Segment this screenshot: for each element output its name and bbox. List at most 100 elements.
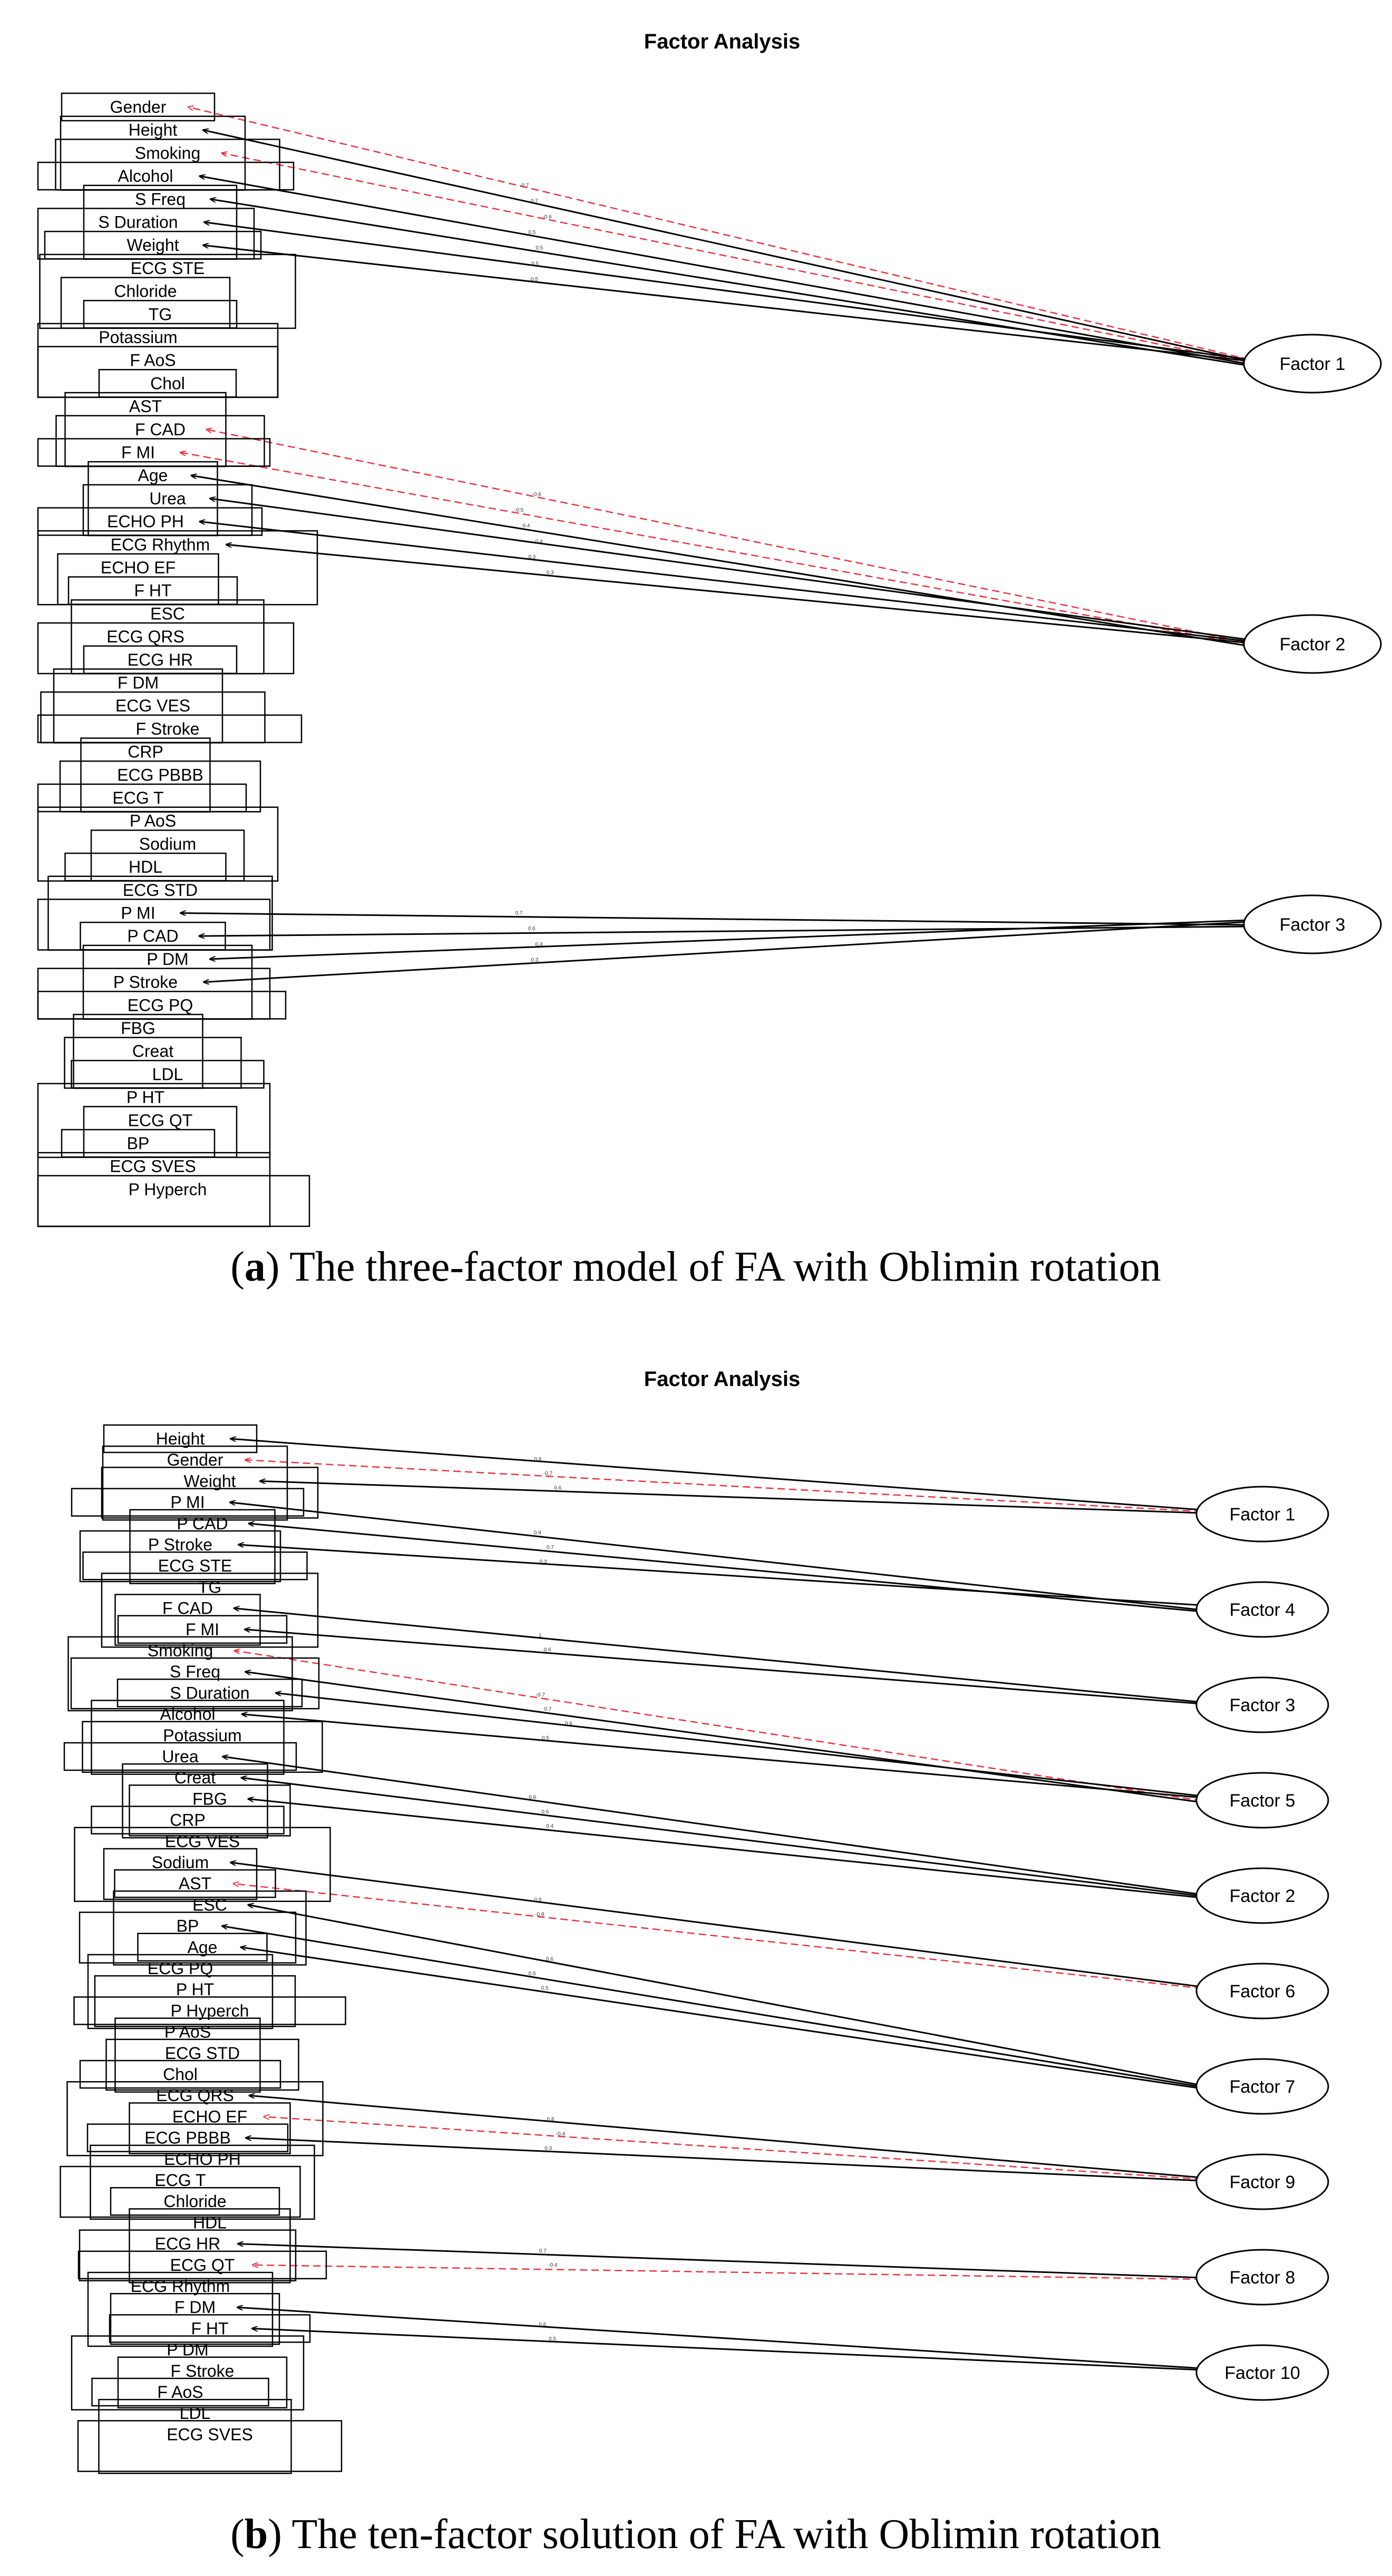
variable-label-ecg-rhythm: ECG Rhythm [131, 2277, 230, 2296]
factor-node-factor-4 [1195, 1581, 1329, 1638]
loading-label-factor-9-ecg-pbbb: 0.3 [544, 2145, 552, 2151]
panel-b-title: Factor Analysis [644, 1368, 800, 1391]
loading-label-factor-5-s-duration: 0.6 [565, 1721, 572, 1727]
path-factor-2-creat [241, 1778, 1202, 1897]
path-factor-9-ecg-pbbb [246, 2138, 1202, 2182]
variable-label-fbg: FBG [121, 1019, 155, 1038]
path-factor-3-p-cad [199, 925, 1250, 936]
variable-label-hdl: HDL [129, 857, 162, 876]
variable-label-f-ht: F HT [134, 581, 171, 600]
variable-label-ecg-pbbb: ECG PBBB [144, 2129, 231, 2148]
path-factor-6-sodium [230, 1862, 1202, 1988]
variable-label-urea: Urea [149, 489, 186, 508]
variable-label-p-stroke: P Stroke [113, 973, 178, 992]
loading-label-factor-8-ecg-qt: -0.4 [548, 2262, 558, 2268]
loading-label-factor-9-echo-ef: -0.4 [556, 2131, 566, 2137]
variable-box-ecg-ste [82, 1551, 308, 1580]
variable-box-bp [79, 1911, 297, 1964]
path-factor-1-gender [188, 107, 1250, 360]
loading-label-factor-3-p-cad: 0.6 [528, 926, 536, 932]
path-factor-1-weight [260, 1481, 1202, 1514]
variable-box-weight [44, 230, 262, 260]
variable-box-echo-ph [90, 2144, 315, 2220]
variable-box-height [103, 1424, 258, 1453]
factor-node-factor-5 [1195, 1772, 1329, 1829]
variable-label-ecg-qrs: ECG QRS [156, 2086, 234, 2105]
variable-label-f-cad: F CAD [135, 420, 186, 439]
loading-label-factor-3-f-cad: 1 [539, 1633, 542, 1638]
variable-label-ecg-ste: ECG STE [131, 259, 205, 278]
variable-box-ecg-pq [87, 1954, 274, 2029]
variable-box-alcohol [37, 161, 295, 191]
variable-label-f-aos: F AoS [157, 2383, 203, 2402]
panel-a-title: Factor Analysis [644, 30, 800, 53]
variable-box-f-cad [114, 1594, 261, 1646]
loading-label-factor-3-f-mi: 0.6 [544, 1647, 551, 1653]
variable-box-sodium [103, 1848, 258, 1900]
variable-label-ecg-std: ECG STD [123, 881, 198, 900]
path-factor-2-f-cad [207, 430, 1250, 644]
variable-label-chloride: Chloride [163, 2192, 226, 2211]
panel-a-caption-letter: a [245, 1244, 266, 1290]
path-factor-2-ecg-rhythm [226, 544, 1250, 644]
variable-box-f-ht [109, 2314, 311, 2343]
loading-label-factor-2-creat: 0.6 [541, 1809, 549, 1815]
loading-label-factor-1-gender: -0.7 [520, 183, 529, 189]
variable-label-ecg-hr: ECG HR [128, 650, 193, 669]
variable-box-tg [101, 1573, 319, 1648]
variable-label-p-dm: P DM [167, 2340, 208, 2359]
variable-label-f-dm: F DM [174, 2298, 216, 2317]
variable-label-echo-ef: ECHO EF [101, 558, 176, 577]
loading-label-factor-6-sodium: 0.9 [534, 1897, 541, 1903]
variable-label-p-mi: P MI [170, 1493, 205, 1512]
variable-box-crp [91, 1806, 285, 1835]
variable-label-ldl: LDL [152, 1065, 183, 1084]
variable-label-f-stroke: F Stroke [136, 719, 200, 738]
loading-label-factor-3-p-dm: 0.4 [536, 942, 543, 948]
variable-label-crp: CRP [128, 743, 163, 762]
variable-label-potassium: Potassium [163, 1726, 241, 1745]
path-factor-2-age [191, 475, 1250, 647]
loading-label-factor-5-alcohol: 0.5 [542, 1735, 549, 1741]
variable-box-f-dm [110, 2292, 280, 2345]
path-factor-5-alcohol [242, 1714, 1202, 1799]
panel-a-caption-text: The three-factor model of FA with Oblimi… [289, 1244, 1161, 1290]
variable-label-tg: TG [198, 1577, 221, 1596]
variable-label-bp: BP [127, 1134, 150, 1153]
variable-box-chol [98, 369, 237, 398]
factor-label-factor-2: Factor 2 [1230, 1886, 1296, 1906]
path-factor-3-p-dm [210, 919, 1250, 959]
path-factor-7-esc [248, 1905, 1202, 2086]
path-factor-1-s-duration [204, 222, 1250, 360]
path-factor-4-p-stroke [238, 1545, 1202, 1606]
loading-label-factor-1-weight: 0.5 [531, 277, 538, 282]
path-factor-9-echo-ef [264, 2116, 1202, 2180]
path-factor-1-alcohol [200, 176, 1250, 365]
variable-box-potassium [82, 1721, 323, 1773]
variable-box-ecg-t [60, 2165, 301, 2218]
variable-label-bp: BP [177, 1917, 199, 1936]
variable-label-smoking: Smoking [148, 1641, 213, 1660]
variable-box-tg [83, 300, 238, 329]
loading-label-factor-2-urea: 0.4 [536, 539, 543, 544]
loading-label-factor-1-alcohol: 0.5 [528, 230, 536, 236]
path-factor-3-p-stroke [203, 921, 1250, 982]
variable-label-ecg-t: ECG T [112, 788, 163, 807]
panel-b-paths: 0.8-0.70.60.90.70.310.6-0.70.70.60.50.60… [222, 1439, 1202, 2371]
factor-label-factor-6: Factor 6 [1230, 1982, 1296, 2002]
loading-label-factor-7-bp: 0.5 [529, 1971, 536, 1977]
variable-box-ldl [98, 2398, 292, 2474]
variable-label-s-duration: S Duration [98, 213, 178, 232]
variable-label-p-hyperch: P Hyperch [171, 2001, 249, 2020]
variable-label-ecg-ste: ECG STE [158, 1556, 232, 1575]
variable-label-creat: Creat [132, 1042, 173, 1061]
variable-box-p-dm [71, 2335, 305, 2411]
factor-node-factor-2 [1195, 1867, 1329, 1924]
path-factor-5-smoking [235, 1651, 1202, 1802]
loading-label-factor-5-smoking: -0.7 [536, 1692, 546, 1698]
variable-label-ecg-sves: ECG SVES [110, 1157, 196, 1176]
panel-b-diagram: Factor Analysis 0.8-0.70.60.90.70.310.6-… [60, 1368, 1329, 2474]
